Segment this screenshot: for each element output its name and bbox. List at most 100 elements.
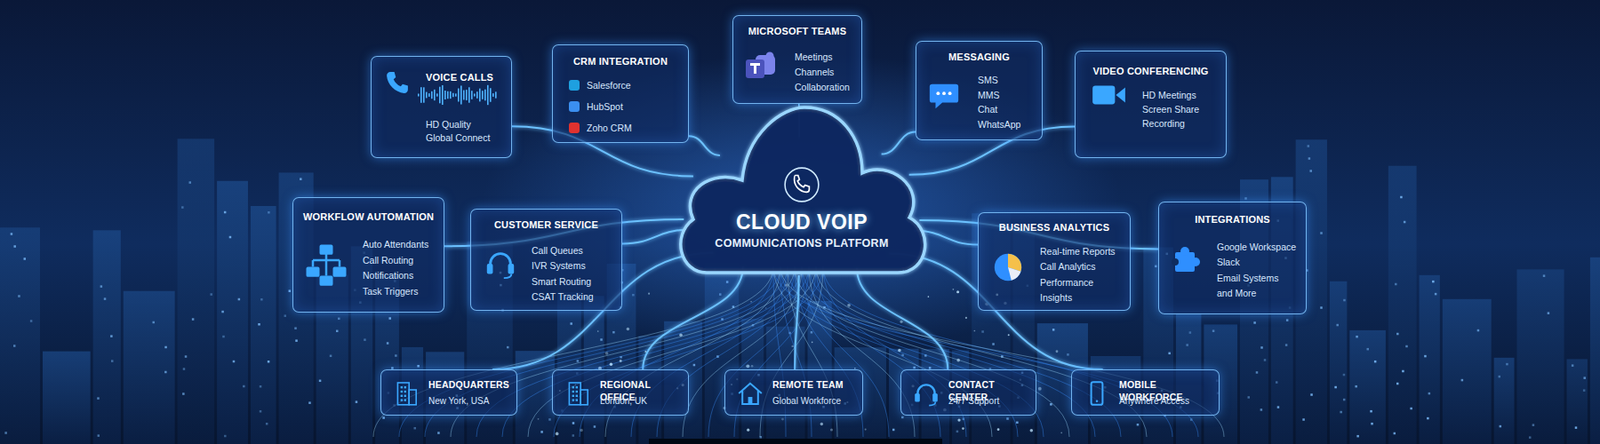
building-icon-part: [572, 395, 575, 398]
connector-line: [642, 266, 744, 370]
lit-window: [1571, 364, 1575, 368]
phone-symbol: [382, 67, 413, 98]
building-icon-part: [400, 399, 403, 401]
list-row: HD Meetings: [1142, 88, 1223, 103]
box-body: Global Workforce: [772, 394, 859, 408]
light-dot: [961, 427, 965, 431]
building-icon-part: [400, 395, 403, 398]
list-row: Smart Routing: [531, 273, 618, 290]
light-dot: [900, 320, 904, 324]
light-dot: [648, 293, 650, 296]
wave-bar: [495, 91, 497, 98]
lit-window: [183, 368, 186, 371]
list-item: MMS: [977, 89, 1000, 101]
lit-window: [1356, 435, 1360, 439]
list-item: Meetings: [794, 51, 833, 63]
lit-window: [209, 293, 213, 296]
building-silhouette: [1590, 257, 1600, 444]
list-item: Salesforce: [586, 80, 632, 91]
lit-window: [189, 181, 192, 184]
list-row: Real-time Reports: [1040, 243, 1127, 260]
building-silhouette: [42, 352, 91, 444]
list-row: Salesforce: [568, 74, 685, 96]
light-dot: [973, 330, 976, 333]
box-body: Auto AttendantsCall RoutingNotifications…: [362, 236, 440, 300]
light-dot: [952, 288, 955, 291]
list-item: Auto Attendants: [362, 239, 429, 250]
lit-window: [24, 257, 27, 261]
flow-icon-part: [320, 276, 334, 287]
wave-bar: [444, 90, 447, 100]
box-title: MESSAGING: [920, 50, 1039, 64]
building-silhouette: [1329, 281, 1347, 444]
lit-window: [1575, 426, 1578, 430]
lit-window: [992, 343, 995, 346]
list-item: Notifications: [362, 270, 414, 281]
lit-window: [1400, 196, 1403, 200]
feature-box: MOBILE WORKFORCEAnywhere Access: [1071, 369, 1220, 416]
list-row: MMS: [977, 88, 1039, 104]
wave-bar: [425, 92, 428, 99]
lit-window: [97, 434, 101, 438]
wave-bar: [471, 90, 473, 100]
building-icon-part: [404, 391, 407, 393]
lit-window: [394, 354, 398, 358]
box-title: MICROSOFT TEAMS: [736, 24, 858, 38]
lit-window: [299, 177, 303, 181]
phone-icon: [783, 166, 821, 204]
glow-line: [1182, 420, 1467, 423]
box-body: SalesforceHubSpotZoho CRM: [568, 74, 685, 139]
building-icon-part: [576, 399, 578, 401]
lit-window: [1275, 381, 1279, 384]
lit-window: [111, 360, 114, 363]
chat-icon-part: [942, 91, 946, 96]
list-row: Meetings: [794, 48, 858, 64]
building-silhouette: [250, 206, 277, 444]
chat-icon-part: [948, 91, 952, 96]
lit-window: [382, 416, 385, 420]
light-dot: [1030, 429, 1033, 432]
lit-window: [1426, 417, 1430, 421]
light-dot: [626, 328, 630, 331]
house-icon-part: [748, 397, 753, 405]
glow-line: [133, 420, 418, 423]
headset-icon-part: [508, 264, 515, 274]
lit-window: [1006, 417, 1009, 421]
wave-bar: [449, 91, 452, 99]
list-item: HubSpot: [586, 101, 624, 112]
light-dot: [609, 362, 613, 366]
lit-window: [1393, 432, 1397, 436]
feature-box: INTEGRATIONSGoogle WorkspaceSlackEmail S…: [1158, 201, 1307, 315]
lit-window: [1320, 306, 1323, 310]
list-row: Call Queues: [531, 242, 618, 259]
lit-window: [1396, 333, 1400, 336]
lit-window: [693, 364, 696, 368]
brand-badge: [568, 80, 580, 91]
light-dot: [1038, 387, 1042, 392]
lit-window: [1583, 389, 1586, 392]
light-dot: [746, 429, 750, 432]
list-row: Chat: [977, 102, 1039, 118]
wave-bar: [457, 88, 460, 103]
flow-symbol: [304, 242, 349, 288]
building-silhouette: [1517, 269, 1565, 444]
lit-window: [242, 385, 246, 389]
list-row: Anywhere Access: [1119, 394, 1216, 408]
lit-window: [100, 285, 104, 288]
box-title: INTEGRATIONS: [1162, 213, 1303, 226]
headset-symbol: [483, 247, 518, 281]
mobile-symbol: [1082, 379, 1112, 408]
list-row: Insights: [1040, 290, 1127, 307]
list-row: Global Workforce: [772, 394, 859, 408]
lit-window: [1285, 344, 1288, 347]
lit-window: [1532, 424, 1536, 427]
building-silhouette: [1494, 358, 1515, 444]
lit-window: [901, 416, 904, 420]
connector-line: [688, 136, 720, 156]
pie-symbol: [991, 250, 1025, 285]
feature-box: CONTACT CENTER24/7 Support: [900, 369, 1037, 416]
wave-bar: [465, 89, 468, 101]
building-symbol: [392, 379, 421, 408]
feature-box: CUSTOMER SERVICECall QueuesIVR SystemsSm…: [470, 208, 623, 312]
list-row: Google Workspace: [1216, 239, 1303, 256]
